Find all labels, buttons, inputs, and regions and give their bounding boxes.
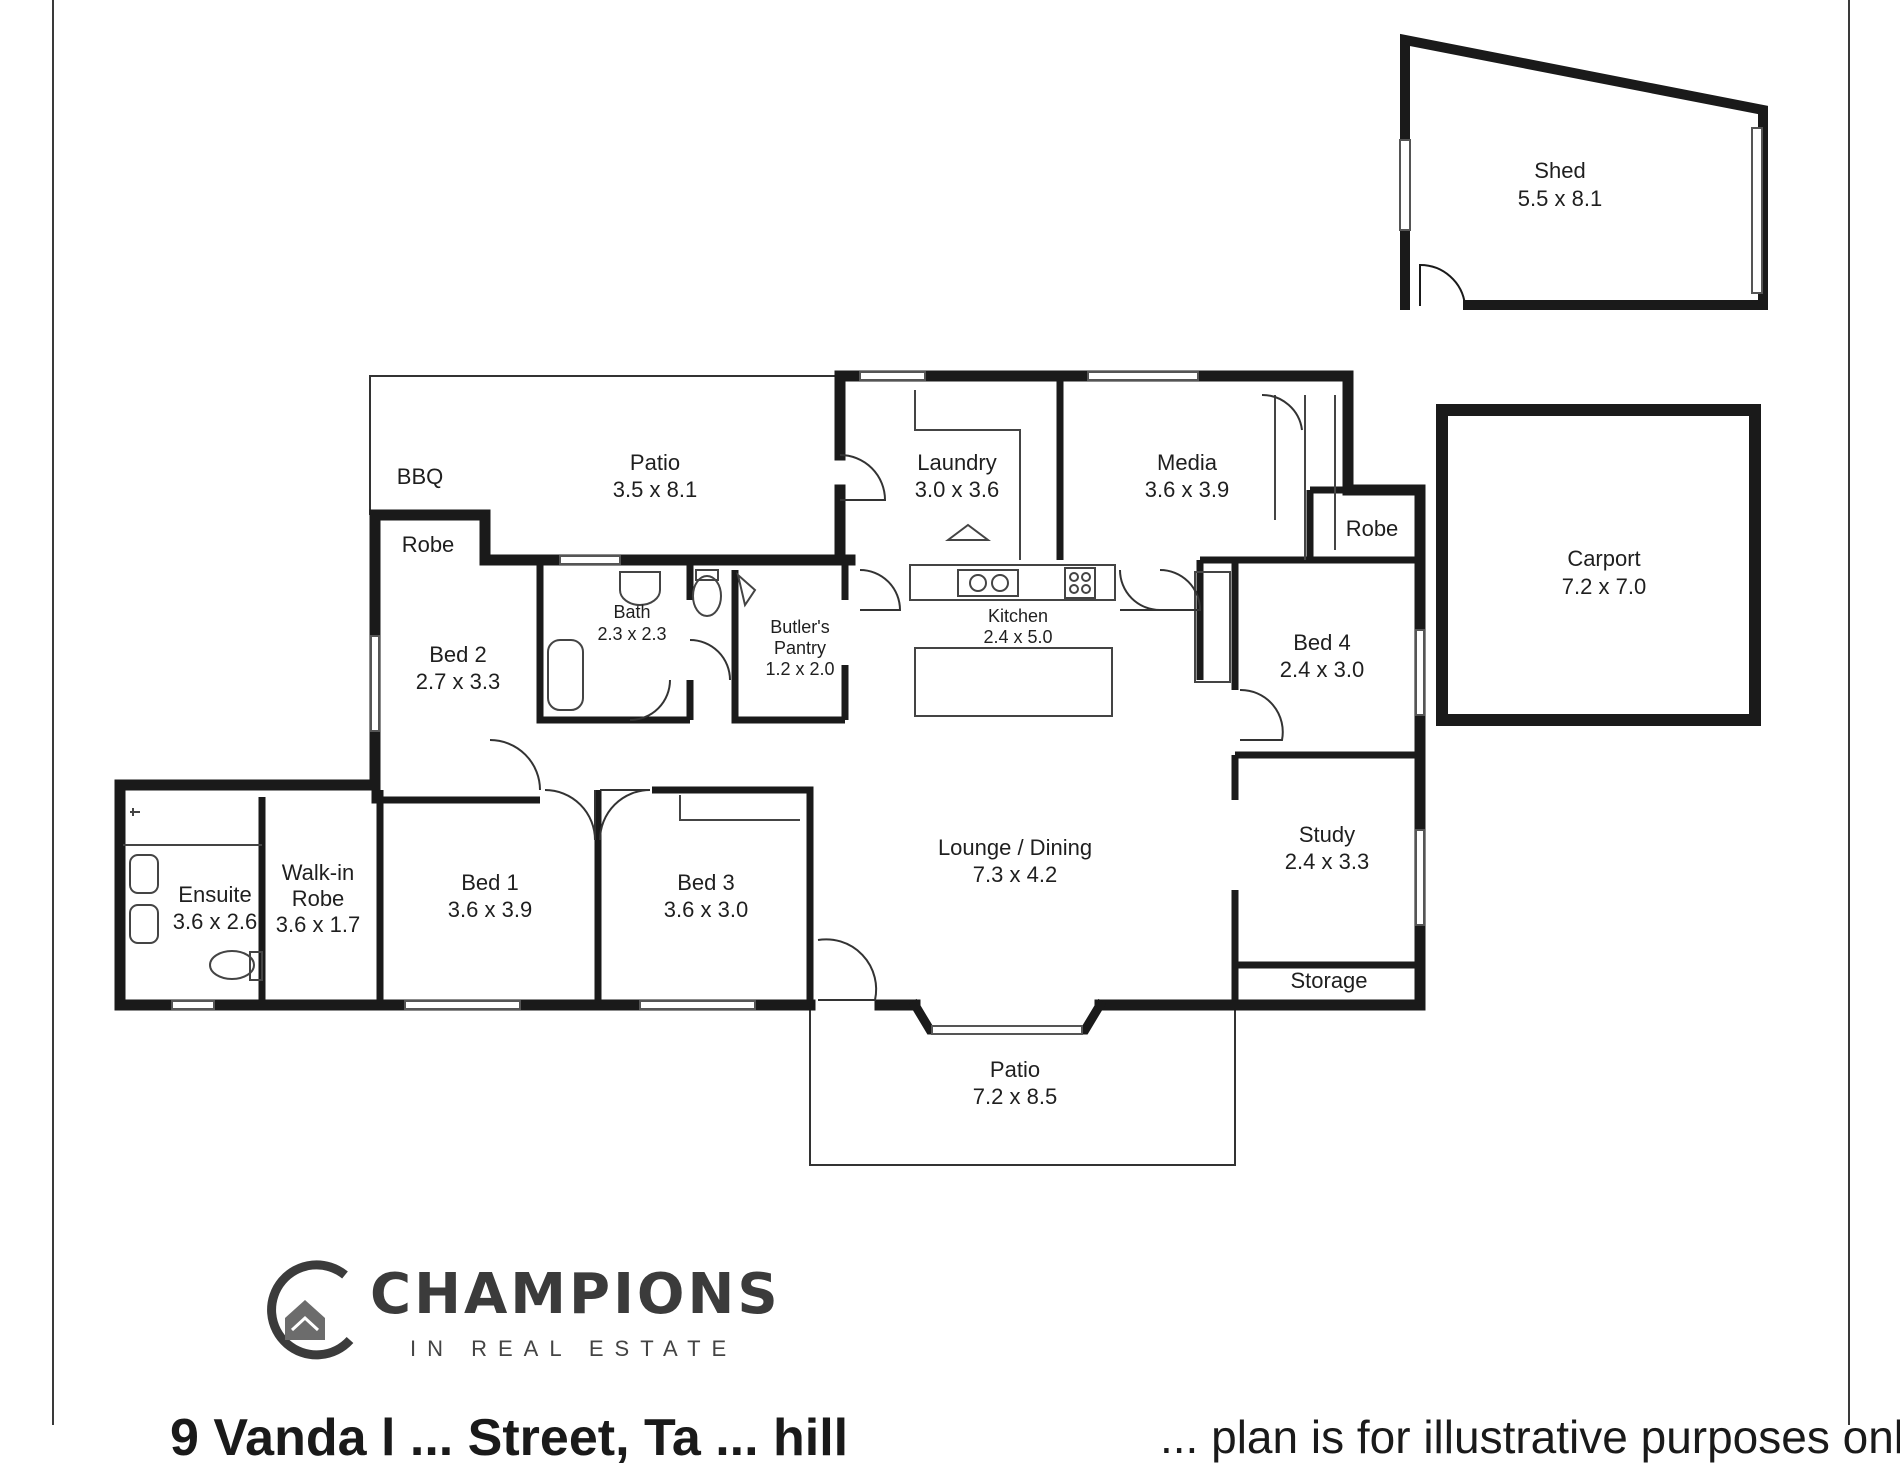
bed4-size: 2.4 x 3.0 <box>1280 657 1364 682</box>
carport-size: 7.2 x 7.0 <box>1562 574 1646 599</box>
champions-logo-icon <box>267 1260 354 1360</box>
bed1-label: Bed 1 <box>461 870 519 895</box>
floor-plan-drawing: Shed 5.5 x 8.1 Carport 7.2 x 7.0 BBQ Pat… <box>114 33 1768 1360</box>
walkin-robe-size: 3.6 x 1.7 <box>276 912 360 937</box>
brand-name: CHAMPIONS <box>370 1262 781 1327</box>
robe-right-label: Robe <box>1346 516 1399 541</box>
walkin-robe-label-1: Walk-in <box>282 860 355 885</box>
butlers-pantry-label-2: Pantry <box>774 638 826 658</box>
rear-patio-size: 3.5 x 8.1 <box>613 477 697 502</box>
laundry-label: Laundry <box>917 450 997 475</box>
ensuite-label: Ensuite <box>178 882 251 907</box>
brand-tagline: IN REAL ESTATE <box>410 1336 738 1361</box>
study-size: 2.4 x 3.3 <box>1285 849 1369 874</box>
bed1-size: 3.6 x 3.9 <box>448 897 532 922</box>
bed2-size: 2.7 x 3.3 <box>416 669 500 694</box>
media-size: 3.6 x 3.9 <box>1145 477 1229 502</box>
walkin-robe-label-2: Robe <box>292 886 345 911</box>
laundry-size: 3.0 x 3.6 <box>915 477 999 502</box>
carport-outline <box>1436 404 1761 726</box>
front-patio-label: Patio <box>990 1057 1040 1082</box>
media-label: Media <box>1157 450 1218 475</box>
carport-label: Carport <box>1567 546 1640 571</box>
thin-partitions <box>123 390 1336 846</box>
kitchen-size: 2.4 x 5.0 <box>983 627 1052 647</box>
bed3-label: Bed 3 <box>677 870 735 895</box>
kitchen-label: Kitchen <box>988 606 1048 626</box>
robe-left-label: Robe <box>402 532 455 557</box>
shed-label: Shed <box>1534 158 1585 183</box>
lounge-dining-size: 7.3 x 4.2 <box>973 862 1057 887</box>
floor-plan-sheet: Shed 5.5 x 8.1 Carport 7.2 x 7.0 BBQ Pat… <box>52 0 1900 1467</box>
room-labels: Shed 5.5 x 8.1 Carport 7.2 x 7.0 BBQ Pat… <box>173 158 1646 1109</box>
bed3-size: 3.6 x 3.0 <box>664 897 748 922</box>
storage-label: Storage <box>1290 968 1367 993</box>
bed4-label: Bed 4 <box>1293 630 1351 655</box>
bbq-label: BBQ <box>397 464 443 489</box>
plan-disclaimer: ... plan is for illustrative purposes on… <box>1160 1411 1900 1463</box>
rear-patio-label: Patio <box>630 450 680 475</box>
left-page-border <box>52 0 54 1425</box>
butlers-pantry-size: 1.2 x 2.0 <box>765 659 834 679</box>
butlers-pantry-label-1: Butler's <box>770 617 829 637</box>
shed-size: 5.5 x 8.1 <box>1518 186 1602 211</box>
study-label: Study <box>1299 822 1355 847</box>
door-swings <box>489 393 1303 1001</box>
rear-patio-outline <box>369 375 840 515</box>
interior-walls <box>258 376 1420 1005</box>
front-patio-outline <box>809 1005 1236 1166</box>
front-patio-size: 7.2 x 8.5 <box>973 1084 1057 1109</box>
bath-size: 2.3 x 2.3 <box>597 624 666 644</box>
bed2-label: Bed 2 <box>429 642 487 667</box>
fixtures <box>129 523 1096 981</box>
shed-outline <box>1399 33 1768 310</box>
windows <box>171 371 1425 1035</box>
right-page-border <box>1848 0 1850 1425</box>
lounge-dining-label: Lounge / Dining <box>938 835 1092 860</box>
bath-label: Bath <box>613 602 650 622</box>
ensuite-size: 3.6 x 2.6 <box>173 909 257 934</box>
property-address: 9 Vanda l ... Street, Ta ... hill <box>170 1409 849 1467</box>
